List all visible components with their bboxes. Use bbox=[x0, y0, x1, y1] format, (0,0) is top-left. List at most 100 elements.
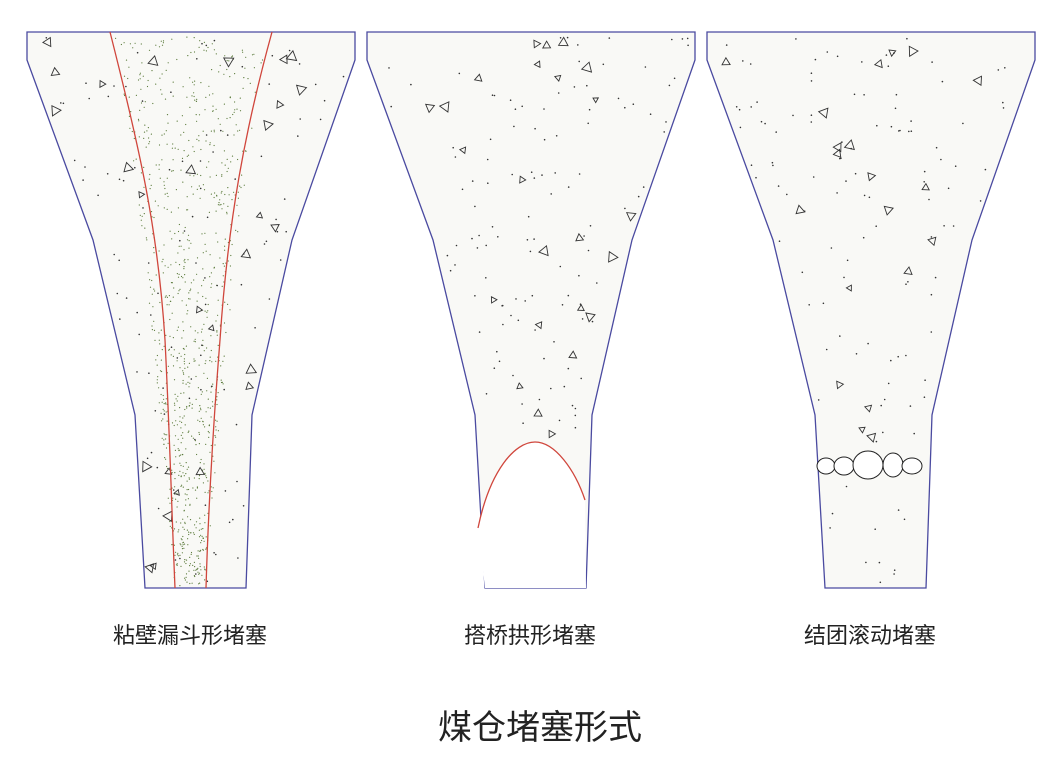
funnel-flow-dot bbox=[197, 292, 199, 294]
coal-lump-triangle bbox=[903, 266, 913, 275]
coal-agglomerate bbox=[882, 452, 904, 478]
funnel-flow-dot bbox=[139, 109, 141, 111]
coal-lump-triangle bbox=[195, 305, 204, 314]
funnel-flow-dot bbox=[139, 214, 141, 216]
funnel-flow-dot bbox=[144, 124, 146, 126]
coal-dust-dot bbox=[952, 225, 955, 227]
funnel-flow-dot bbox=[215, 53, 217, 55]
funnel-flow-dot bbox=[179, 367, 181, 369]
funnel-flow-dot bbox=[219, 257, 221, 259]
funnel-flow-dot bbox=[210, 391, 212, 393]
coal-dust-dot bbox=[885, 54, 888, 56]
funnel-flow-dot bbox=[187, 209, 189, 211]
funnel-flow-dot bbox=[186, 529, 188, 531]
funnel-flow-dot bbox=[188, 292, 190, 294]
funnel-flow-dot bbox=[173, 349, 175, 351]
funnel-flow-dot bbox=[220, 365, 222, 367]
funnel-flow-dot bbox=[213, 144, 215, 147]
coal-dust-dot bbox=[212, 151, 214, 153]
funnel-flow-dot bbox=[204, 232, 206, 234]
coal-dust-dot bbox=[578, 274, 580, 277]
funnel-flow-dot bbox=[210, 272, 212, 274]
funnel-flow-dot bbox=[196, 138, 198, 140]
coal-dust-dot bbox=[136, 311, 138, 314]
funnel-flow-dot bbox=[148, 137, 150, 139]
funnel-flow-dot bbox=[194, 341, 196, 343]
funnel-flow-dot bbox=[216, 334, 218, 336]
coal-dust-dot bbox=[772, 164, 774, 167]
coal-dust-dot bbox=[810, 121, 813, 123]
coal-dust-dot bbox=[795, 38, 797, 40]
funnel-flow-dot bbox=[183, 358, 185, 360]
coal-lump-triangle bbox=[625, 212, 637, 222]
coal-lump-triangle bbox=[185, 164, 197, 175]
figure-title: 煤仓堵塞形式 bbox=[438, 708, 642, 748]
coal-dust-dot bbox=[526, 239, 529, 241]
coal-dust-dot bbox=[388, 67, 390, 69]
funnel-flow-dot bbox=[217, 118, 219, 120]
funnel-flow-dot bbox=[192, 146, 194, 148]
coal-lump-triangle bbox=[50, 66, 61, 76]
funnel-flow-dot bbox=[169, 525, 171, 527]
funnel-flow-dot bbox=[180, 442, 182, 444]
coal-dust-dot bbox=[829, 527, 831, 529]
funnel-flow-dot bbox=[186, 96, 188, 98]
funnel-flow-dot bbox=[166, 434, 168, 436]
coal-dust-dot bbox=[574, 426, 577, 429]
funnel-flow-dot bbox=[182, 472, 184, 474]
coal-dust-dot bbox=[792, 114, 794, 117]
funnel-flow-dot bbox=[163, 403, 165, 405]
funnel-flow-dot bbox=[202, 528, 204, 530]
funnel-flow-dot bbox=[133, 137, 135, 140]
funnel-flow-dot bbox=[153, 329, 156, 331]
funnel-flow-dot bbox=[217, 241, 219, 243]
funnel-flow-dot bbox=[183, 543, 186, 545]
funnel-flow-dot bbox=[215, 429, 217, 431]
coal-dust-dot bbox=[113, 85, 115, 87]
funnel-flow-dot bbox=[213, 131, 215, 133]
funnel-flow-dot bbox=[164, 296, 166, 298]
funnel-flow-dot bbox=[221, 174, 223, 176]
coal-dust-dot bbox=[846, 259, 849, 262]
funnel-flow-dot bbox=[159, 370, 162, 372]
funnel-flow-dot bbox=[194, 360, 196, 362]
funnel-flow-dot bbox=[115, 37, 117, 40]
funnel-flow-dot bbox=[205, 548, 207, 550]
funnel-flow-dot bbox=[231, 56, 233, 58]
funnel-flow-dot bbox=[163, 433, 165, 435]
funnel-flow-dot bbox=[184, 261, 186, 264]
funnel-flow-dot bbox=[196, 497, 198, 499]
funnel-flow-dot bbox=[237, 197, 239, 199]
funnel-flow-dot bbox=[208, 161, 210, 163]
coal-dust-dot bbox=[179, 557, 181, 560]
coal-dust-dot bbox=[632, 103, 635, 105]
funnel-flow-dot bbox=[201, 328, 203, 330]
funnel-flow-dot bbox=[214, 192, 216, 194]
funnel-flow-dot bbox=[158, 46, 161, 48]
funnel-flow-dot bbox=[228, 194, 230, 196]
coal-dust-dot bbox=[573, 86, 576, 88]
funnel-flow-dot bbox=[182, 321, 184, 323]
funnel-flow-dot bbox=[167, 497, 169, 499]
coal-dust-dot bbox=[867, 342, 869, 345]
funnel-flow-dot bbox=[123, 75, 126, 77]
funnel-flow-dot bbox=[219, 199, 221, 201]
funnel-flow-dot bbox=[140, 88, 142, 90]
funnel-flow-dot bbox=[175, 420, 177, 422]
funnel-flow-dot bbox=[189, 174, 191, 176]
funnel-flow-dot bbox=[165, 458, 167, 460]
funnel-flow-dot bbox=[140, 102, 143, 104]
funnel-flow-dot bbox=[176, 329, 178, 331]
coal-dust-dot bbox=[687, 44, 689, 47]
funnel-flow-dot bbox=[160, 40, 162, 42]
funnel-flow-dot bbox=[215, 174, 217, 176]
funnel-flow-dot bbox=[177, 148, 179, 150]
coal-dust-dot bbox=[201, 344, 203, 347]
coal-dust-dot bbox=[168, 168, 171, 171]
coal-dust-dot bbox=[498, 360, 501, 363]
funnel-flow-dot bbox=[233, 134, 235, 136]
funnel-flow-dot bbox=[187, 538, 189, 540]
funnel-flow-dot bbox=[171, 544, 173, 546]
coal-dust-dot bbox=[486, 158, 489, 161]
funnel-flow-dot bbox=[167, 195, 169, 198]
